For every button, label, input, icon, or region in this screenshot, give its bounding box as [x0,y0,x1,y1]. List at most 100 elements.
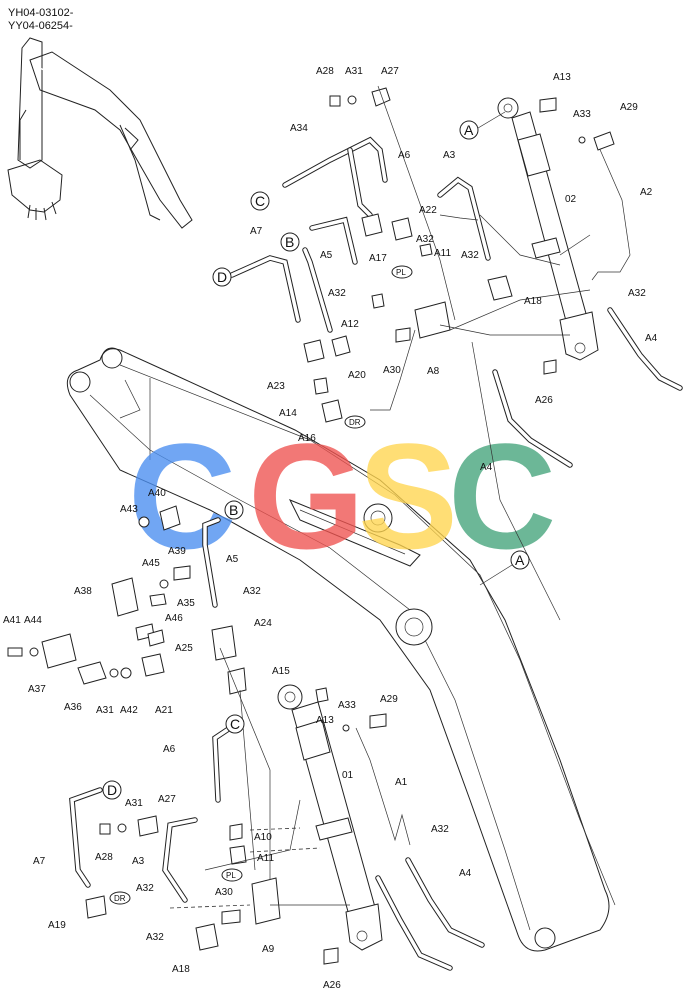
callouts: A C B D B A C D [102,111,530,800]
callout-d-lower: D [107,782,117,798]
label-a34: A34 [290,123,308,134]
label-a30-top: A30 [383,365,401,376]
label-a6-bottom: A6 [163,744,176,755]
label-a7-top: A7 [250,226,263,237]
label-a32-4: A32 [628,288,646,299]
label-a30-bottom: A30 [215,887,233,898]
label-a13-bottom: A13 [316,715,334,726]
label-a5-middle: A5 [226,554,239,565]
label-a3-top: A3 [443,150,456,161]
label-a31-middle: A31 [96,705,114,716]
label-a35: A35 [177,598,195,609]
label-a15: A15 [272,666,290,677]
callout-a-upper: A [464,122,474,138]
label-a3-bottom: A3 [132,856,145,867]
label-a7-bottom: A7 [33,856,46,867]
label-a32-6: A32 [431,824,449,835]
label-a32-1: A32 [416,234,434,245]
label-a8: A8 [427,366,440,377]
label-a40: A40 [148,488,166,499]
label-a33-bottom: A33 [338,700,356,711]
label-a2: A2 [640,187,653,198]
label-a14: A14 [279,408,297,419]
label-a44: A44 [24,615,42,626]
watermark-letter-g: G [248,412,365,580]
label-a27-bottom: A27 [158,794,176,805]
label-a23: A23 [267,381,285,392]
tag-pl-upper: PL [396,268,406,277]
boom-outline [66,347,616,952]
label-a24: A24 [254,618,272,629]
label-01: 01 [342,770,354,781]
label-a19: A19 [48,920,66,931]
serial-number-1: YH04-03102- [8,7,74,19]
label-a4-middle: A4 [480,462,493,473]
label-a1: A1 [395,777,408,788]
label-a39: A39 [168,546,186,557]
label-a32-8: A32 [146,932,164,943]
label-a43: A43 [120,504,138,515]
hoses [69,136,683,971]
serial-number-2: YY04-06254- [8,20,73,32]
callout-b-upper: B [285,234,294,250]
leader-lines [169,85,591,909]
watermark-letter-s: S [358,412,458,580]
label-a31-bottom: A31 [125,798,143,809]
label-a33-top: A33 [573,109,591,120]
label-02: 02 [565,194,577,205]
label-a4-bottom: A4 [459,868,472,879]
label-a21: A21 [155,705,173,716]
label-a28-top: A28 [316,66,334,77]
label-a22: A22 [419,205,437,216]
label-a6-top: A6 [398,150,411,161]
label-a11-bottom: A11 [257,853,274,864]
upper-cylinder [497,97,599,361]
port-tags: PL DR PL DR [109,265,413,905]
callout-d-upper: D [217,269,227,285]
label-a37: A37 [28,684,46,695]
label-a25: A25 [175,643,193,654]
label-a32-7: A32 [136,883,154,894]
callout-a-middle: A [515,552,525,568]
label-a5-top: A5 [320,250,333,261]
label-a16: A16 [298,433,316,444]
label-a29-bottom: A29 [380,694,398,705]
label-a10: A10 [254,832,272,843]
label-a31-top: A31 [345,66,363,77]
label-a45: A45 [142,558,160,569]
label-a9: A9 [262,944,275,955]
label-a27-top: A27 [381,66,399,77]
watermark: C G S C [128,412,556,580]
label-a18-top: A18 [524,296,542,307]
fittings [7,87,615,965]
lower-cylinder [277,684,383,951]
label-a28-bottom: A28 [95,852,113,863]
label-a11-top: A11 [434,248,451,259]
label-a32-2: A32 [461,250,479,261]
label-a4-top: A4 [645,333,658,344]
label-a12: A12 [341,319,359,330]
watermark-letter-c1: C [128,412,236,580]
callout-c-lower: C [230,716,240,732]
watermark-letter-c2: C [448,412,556,580]
label-a36: A36 [64,702,82,713]
label-a29-top: A29 [620,102,638,113]
excavator-thumbnail [7,37,193,229]
label-a32-3: A32 [328,288,346,299]
tag-dr-lower: DR [114,894,126,903]
label-a41: A41 [3,615,21,626]
label-a26-top: A26 [535,395,553,406]
label-a13-top: A13 [553,72,571,83]
label-a32-5: A32 [243,586,261,597]
label-a20: A20 [348,370,366,381]
label-a26-bottom: A26 [323,980,341,991]
label-a17: A17 [369,253,387,264]
callout-b-middle: B [229,502,238,518]
part-labels: A28 A31 A27 A13 A33 A29 A34 A6 A3 02 A2 … [3,66,658,991]
tag-dr-upper: DR [349,418,361,427]
label-a42: A42 [120,705,138,716]
label-a46: A46 [165,613,183,624]
label-a38: A38 [74,586,92,597]
tag-pl-lower: PL [226,871,236,880]
